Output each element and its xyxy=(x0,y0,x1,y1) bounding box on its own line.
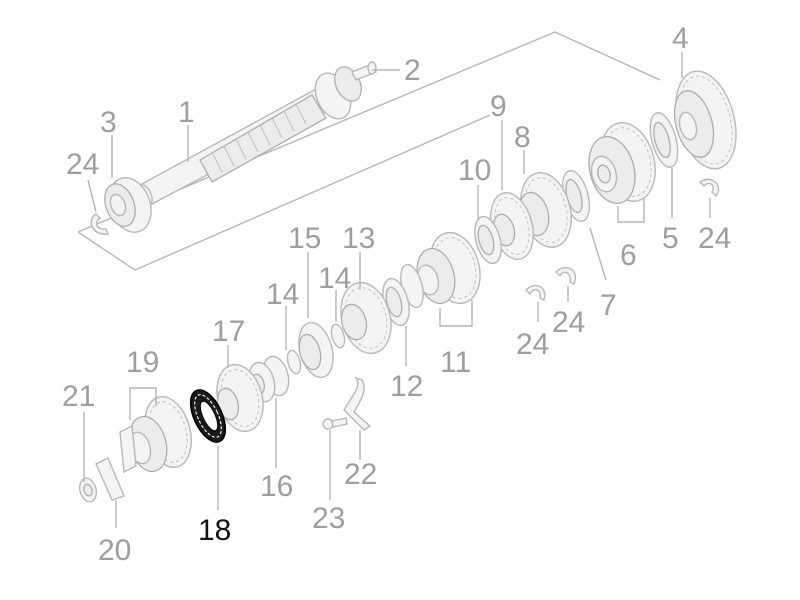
part-15-bearing xyxy=(298,321,334,379)
part-24-snap-ring-mid-b xyxy=(555,266,577,285)
label-12: 12 xyxy=(390,370,423,403)
part-23-screw xyxy=(322,417,348,430)
label-10: 10 xyxy=(458,154,491,187)
part-14-washer-lower xyxy=(286,349,302,375)
label-14-upper: 14 xyxy=(318,262,351,295)
label-6: 6 xyxy=(620,239,637,272)
part-17-gear xyxy=(216,363,264,433)
part-4-gear xyxy=(673,70,737,170)
label-5: 5 xyxy=(662,222,679,255)
label-21: 21 xyxy=(62,380,95,413)
part-2-pin xyxy=(351,61,377,81)
label-19: 19 xyxy=(126,346,159,379)
part-12-ring xyxy=(382,277,410,327)
label-2: 2 xyxy=(404,54,421,87)
label-1: 1 xyxy=(178,96,195,129)
leader-lines xyxy=(83,52,711,528)
part-11-synchro xyxy=(400,231,481,309)
part-1-main-shaft xyxy=(137,66,362,206)
part-3-bearing xyxy=(104,177,152,233)
label-9: 9 xyxy=(490,90,507,123)
part-20-plate xyxy=(95,457,125,501)
label-11: 11 xyxy=(440,346,471,379)
label-23: 23 xyxy=(312,502,345,535)
label-24-right: 24 xyxy=(698,222,731,255)
label-24-left: 24 xyxy=(66,148,99,181)
label-4: 4 xyxy=(672,22,689,55)
label-24-mid-a: 24 xyxy=(516,328,549,361)
part-6-synchro xyxy=(588,122,656,204)
label-3: 3 xyxy=(100,106,117,139)
part-labels: 1 2 3 4 5 6 7 8 9 10 11 12 13 14 15 14 1… xyxy=(62,22,731,567)
part-13-gear xyxy=(340,281,392,355)
part-24-snap-ring-mid-a xyxy=(525,284,546,301)
label-16: 16 xyxy=(260,470,293,503)
label-22: 22 xyxy=(344,458,377,491)
label-18-highlighted[interactable]: 18 xyxy=(198,514,231,547)
label-13: 13 xyxy=(342,222,375,255)
upper-group-frame-lower xyxy=(77,114,491,271)
part-19-synchro-hub xyxy=(119,396,192,474)
part-24-snap-ring-left xyxy=(90,213,109,235)
label-14-lower: 14 xyxy=(266,278,299,311)
label-20: 20 xyxy=(98,534,131,567)
part-18-ring-highlighted[interactable] xyxy=(183,385,232,448)
label-15: 15 xyxy=(288,222,321,255)
part-21-nut xyxy=(78,477,98,503)
part-24-snap-ring-right xyxy=(698,178,720,198)
label-7: 7 xyxy=(600,289,617,322)
part-22-clip xyxy=(343,376,372,431)
label-17: 17 xyxy=(212,315,245,348)
part-14-washer-upper xyxy=(330,323,346,349)
part-10-ring xyxy=(474,215,502,265)
label-24-mid-b: 24 xyxy=(552,306,585,339)
part-5-ring xyxy=(649,112,679,168)
label-8: 8 xyxy=(514,121,531,154)
